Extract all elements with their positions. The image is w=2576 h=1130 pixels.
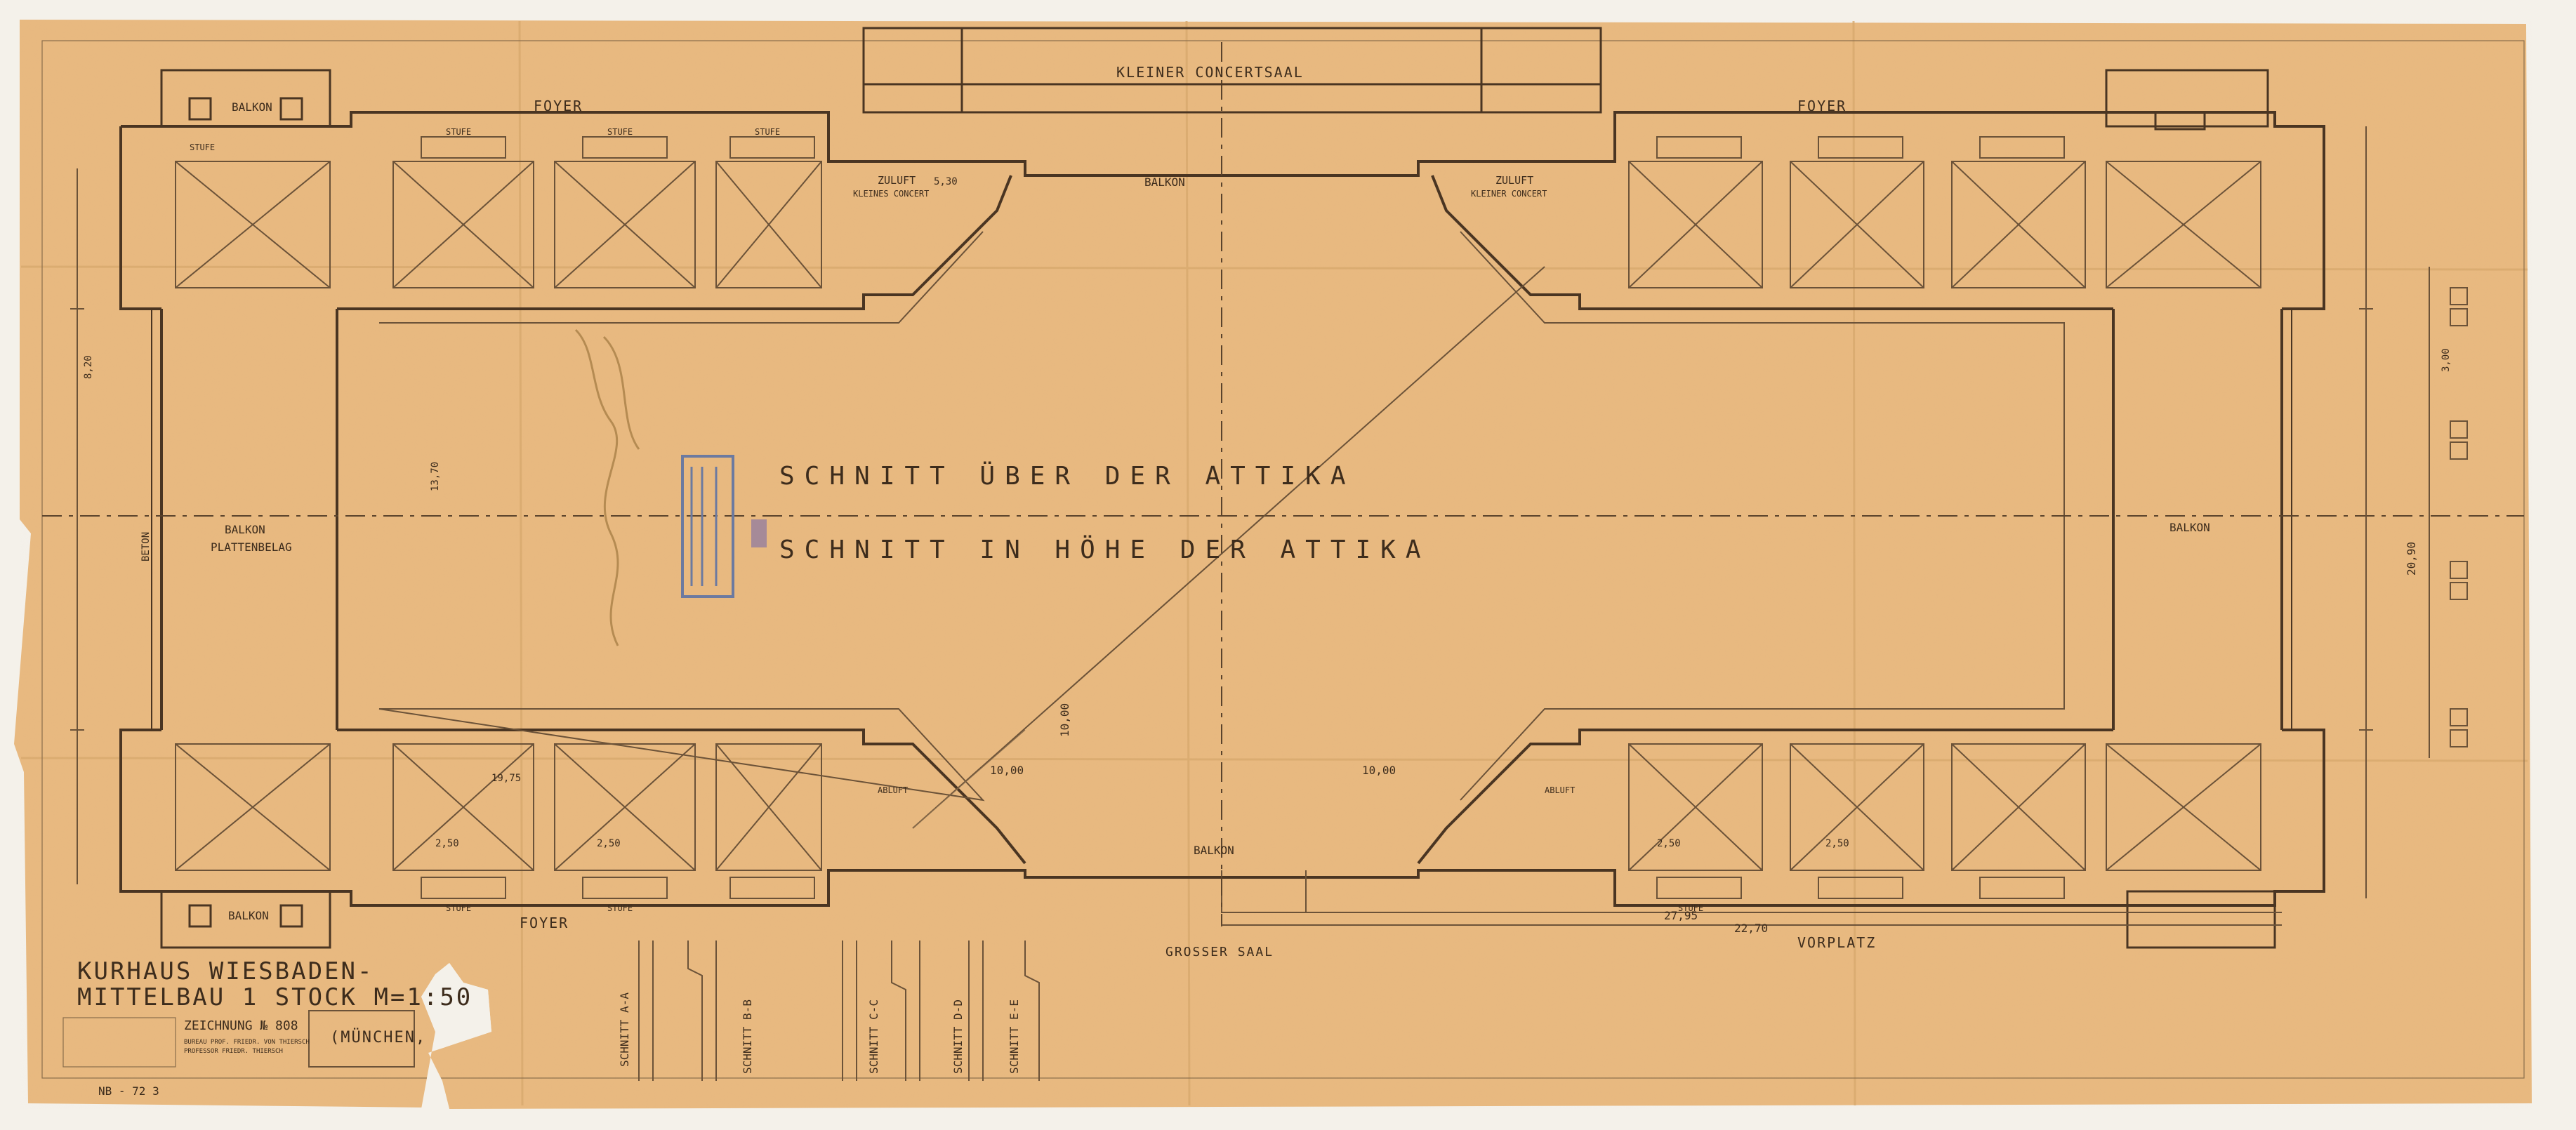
section-c-label: SCHNITT C-C [867, 999, 880, 1074]
annotation-labels: ZULUFT KLEINES CONCERT ZULUFT KLEINER CO… [190, 127, 1703, 913]
stufe-label-s2: STUFE [607, 903, 633, 913]
section-d-label: SCHNITT D-D [951, 999, 965, 1074]
archive-mark: NB - 72 3 [98, 1084, 159, 1098]
title-block: KURHAUS WIESBADEN- MITTELBAU 1 STOCK M=1… [77, 957, 473, 1098]
small-hall-label: KLEINER CONCERTSAAL [1116, 64, 1304, 81]
drawing-number-box [308, 1010, 415, 1068]
dim-250-a: 2,50 [435, 838, 459, 849]
abluft-label-right: ABLUFT [1545, 785, 1575, 795]
vorplatz-label: VORPLATZ [1797, 934, 1876, 951]
section-upper-label: SCHNITT ÜBER DER ATTIKA [779, 461, 1356, 491]
handwritten-signature [574, 328, 640, 646]
plattenbelag-label: PLATTENBELAG [211, 540, 292, 554]
dim-250-c: 2,50 [1657, 838, 1681, 849]
zuluft-left-sub: KLEINES CONCERT [853, 189, 929, 199]
dimension-labels: 10,00 10,00 10,00 22,70 27,95 19,75 2,50… [83, 176, 2452, 935]
balkon-sw-label: BALKON [228, 909, 269, 922]
axis-lines [42, 42, 2524, 926]
foyer-nw-label: FOYER [534, 98, 583, 114]
dim-820: 8,20 [83, 355, 94, 379]
dim-1975: 19,75 [491, 773, 521, 784]
office-line-2: PROFESSOR FRIEDR. THIERSCH [184, 1048, 283, 1055]
beton-label: BETON [140, 532, 152, 561]
location-label: (MÜNCHEN, [330, 1028, 426, 1046]
zuluft-left-label: ZULUFT [878, 174, 916, 187]
stufe-label-s3: STUFE [1678, 903, 1703, 913]
balkon-west-label: BALKON [225, 523, 265, 536]
office-line-1: BUREAU PROF. FRIEDR. VON THIERSCH [184, 1039, 310, 1046]
dim-1000-v: 10,00 [1058, 703, 1071, 737]
abluft-label-left: ABLUFT [878, 785, 908, 795]
title-line-1: KURHAUS WIESBADEN- [77, 957, 374, 985]
east-window-markers [2429, 267, 2468, 758]
stair-markers [421, 136, 2065, 899]
dim-1000-b: 10,00 [1362, 764, 1396, 777]
stufe-label-n1: STUFE [446, 127, 471, 137]
central-hall-walls [336, 175, 2115, 865]
balkon-south-label: BALKON [1194, 844, 1234, 857]
south-vault-bays [175, 743, 2261, 871]
section-b-label: SCHNITT B-B [741, 999, 754, 1074]
east-dimension-chain [2359, 126, 2373, 898]
north-vault-bays [175, 161, 2261, 288]
sheet-border [41, 40, 2525, 1079]
archive-stamp-box [62, 1017, 176, 1068]
section-a-label: SCHNITT A-A [618, 992, 631, 1067]
zuluft-right-label: ZULUFT [1495, 174, 1533, 187]
stufe-label-n3: STUFE [755, 127, 780, 137]
balkon-north-label: BALKON [1144, 175, 1185, 189]
dim-1000-a: 10,00 [990, 764, 1024, 777]
foyer-sw-label: FOYER [520, 915, 569, 931]
torn-hole [421, 963, 491, 1109]
title-line-2: MITTELBAU 1 STOCK M=1:50 [77, 983, 473, 1011]
large-hall-label: GROSSER SAAL [1165, 945, 1274, 959]
dim-2270: 22,70 [1734, 922, 1768, 935]
foyer-ne-label: FOYER [1797, 98, 1847, 114]
small-concert-hall-block [862, 27, 1602, 114]
zuluft-right-sub: KLEINER CONCERT [1471, 189, 1547, 199]
room-labels: KLEINER CONCERTSAAL FOYER FOYER FOYER GR… [140, 64, 2210, 959]
stufe-label-n2: STUFE [607, 127, 633, 137]
dim-2090: 20,90 [2405, 542, 2418, 576]
stufe-label-nw: STUFE [190, 142, 215, 152]
dim-1370: 13,70 [430, 462, 441, 491]
section-details [638, 940, 1040, 1081]
west-dimension-chain [70, 168, 84, 884]
section-lower-label: SCHNITT IN HÖHE DER ATTIKA [779, 535, 1431, 564]
dim-250-d: 2,50 [1825, 838, 1849, 849]
south-dimension-chain [1222, 912, 2282, 926]
stufe-label-s1: STUFE [446, 903, 471, 913]
balkon-east-label: BALKON [2169, 521, 2210, 534]
section-e-label: SCHNITT E-E [1008, 999, 1021, 1074]
balkon-nw-label: BALKON [232, 100, 272, 114]
dim-250-b: 2,50 [597, 838, 621, 849]
dim-300: 3,00 [2440, 348, 2452, 372]
dim-2795: 27,95 [1664, 909, 1698, 922]
paper-texture [20, 20, 2532, 1109]
corner-balconies [160, 69, 2276, 949]
archive-stamps [681, 455, 767, 598]
section-labels: SCHNITT ÜBER DER ATTIKA SCHNITT IN HÖHE … [618, 461, 1431, 1074]
drawing-number: ZEICHNUNG № 808 [184, 1018, 298, 1033]
dim-530: 5,30 [934, 176, 958, 187]
